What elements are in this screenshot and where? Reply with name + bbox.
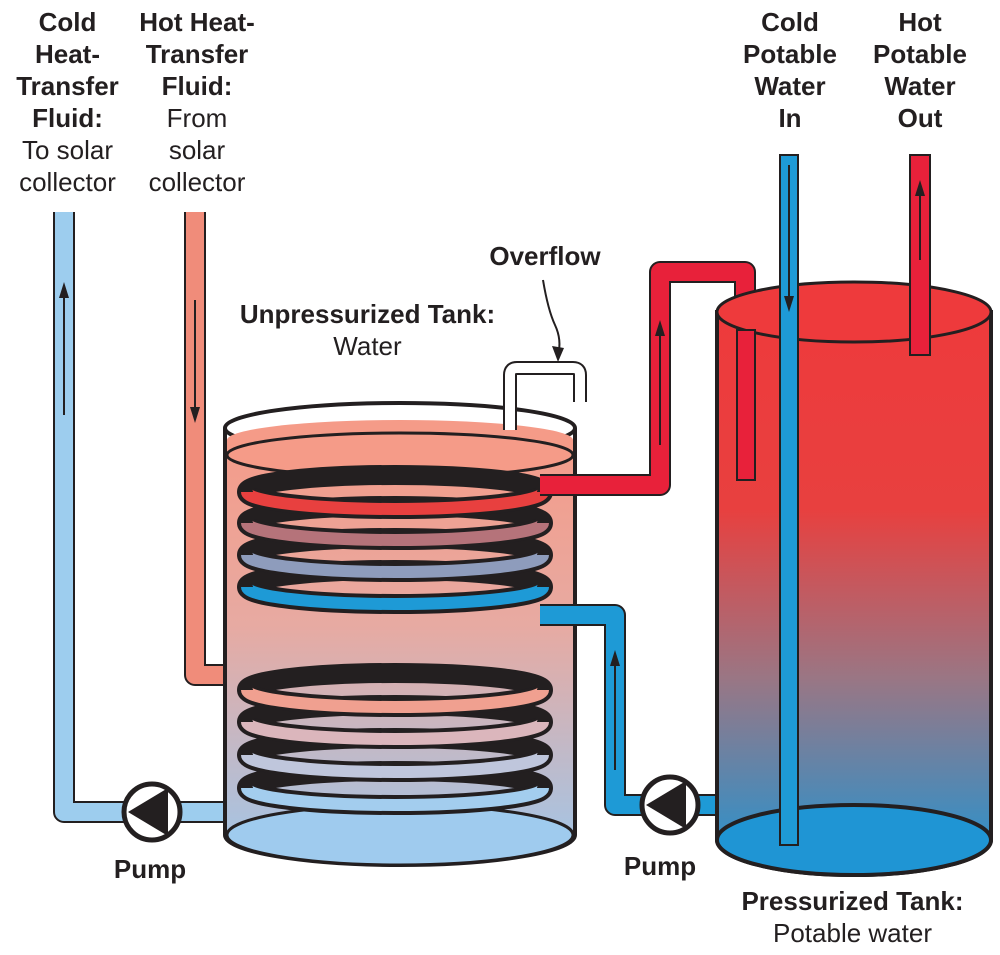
label-line: Pressurized Tank: — [741, 886, 964, 916]
label-line: To solar — [21, 135, 114, 165]
label-line: Potable water — [773, 918, 932, 948]
hot-potable-pipe — [909, 154, 931, 356]
pressurized-tank — [715, 280, 993, 877]
label-line: Cold — [38, 7, 97, 37]
label-pump-right: Pump — [623, 851, 697, 881]
label-line: Water — [754, 71, 826, 101]
label-pressurized-tank: Pressurized Tank: Potable water — [725, 885, 980, 949]
label-line: Hot — [898, 7, 942, 37]
pump-left-icon — [121, 781, 183, 843]
label-pump-left: Pump — [113, 854, 187, 884]
label-line: Transfer — [145, 39, 249, 69]
label-line: Hot Heat- — [139, 7, 255, 37]
label-cold-htf: Cold Heat- Transfer Fluid: To solar coll… — [5, 6, 130, 198]
label-line: Water — [884, 71, 956, 101]
label-line: Unpressurized Tank: — [239, 299, 496, 329]
cold-htf-pipe — [53, 212, 255, 823]
label-hot-potable: Hot Potable Water Out — [865, 6, 975, 134]
pump-right-icon — [639, 774, 701, 836]
label-line: Potable — [743, 39, 837, 69]
label-line: From — [166, 103, 228, 133]
label-line: Fluid: — [32, 103, 103, 133]
lower-heat-exchanger-coil — [237, 663, 553, 815]
label-line: Potable — [873, 39, 967, 69]
label-line: collector — [148, 167, 246, 197]
label-line: Cold — [761, 7, 819, 37]
label-line: collector — [19, 167, 116, 197]
label-line: Out — [897, 103, 943, 133]
overflow-arrow — [542, 279, 564, 362]
cold-potable-pipe — [779, 154, 799, 846]
label-line: solar — [168, 135, 226, 165]
label-line: Fluid: — [161, 71, 233, 101]
label-hot-htf: Hot Heat- Transfer Fluid: From solar col… — [132, 6, 262, 198]
label-line: Heat- — [34, 39, 100, 69]
label-cold-potable: Cold Potable Water In — [735, 6, 845, 134]
label-unpressurized-tank: Unpressurized Tank: Water — [225, 298, 510, 362]
label-overflow: Overflow — [489, 241, 601, 271]
label-line: In — [778, 103, 802, 133]
label-line: Transfer — [16, 71, 119, 101]
label-line: Water — [333, 331, 402, 361]
